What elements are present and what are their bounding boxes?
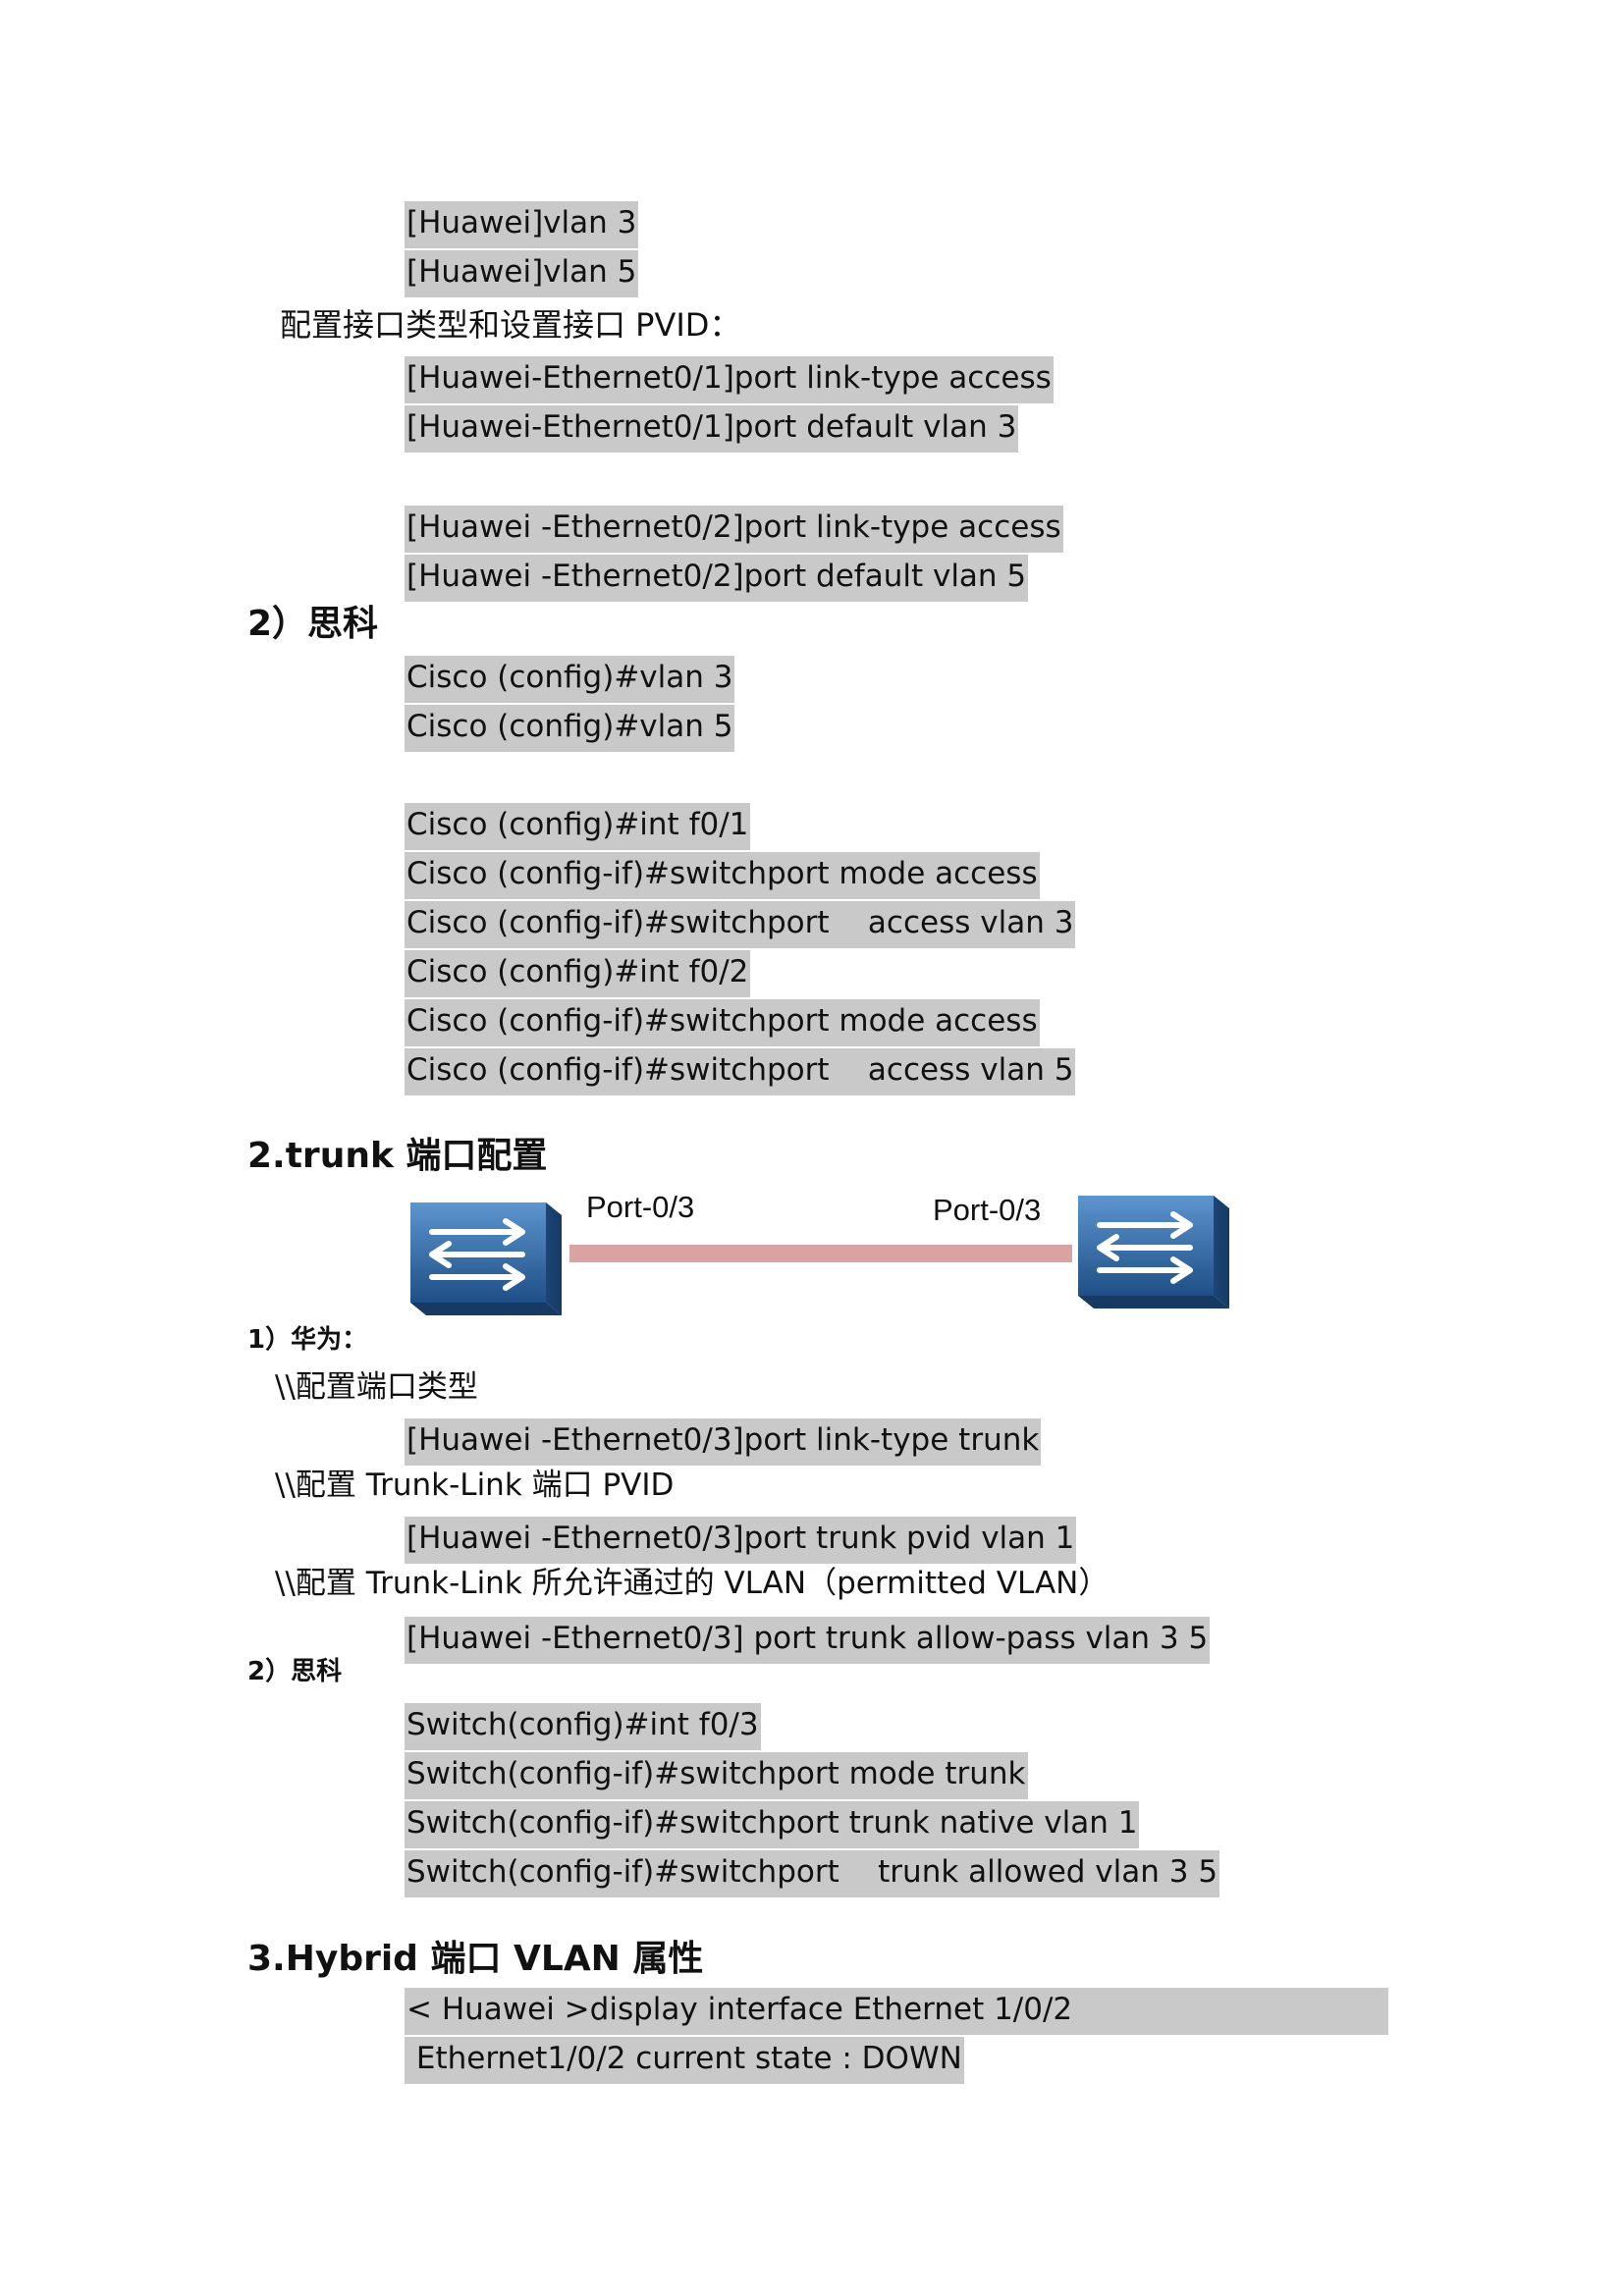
section-subheading: 2）思科 [247, 1657, 343, 1686]
switch-icon [410, 1202, 562, 1315]
code-line: [Huawei-Ethernet0/1]port link-type acces… [405, 356, 1054, 403]
code-line: [Huawei-Ethernet0/1]port default vlan 3 [405, 405, 1019, 453]
code-line: Cisco (config)#int f0/2 [405, 950, 751, 997]
port-label-right: Port-0/3 [933, 1193, 1042, 1227]
section-subheading: 配置接口类型和设置接口 PVID： [280, 306, 741, 344]
code-line: Cisco (config-if)#switchport mode access [405, 852, 1040, 899]
code-line: Switch(config-if)#switchport trunk allow… [405, 1850, 1220, 1897]
code-line: Switch(config)#int f0/3 [405, 1703, 761, 1750]
code-line: Switch(config-if)#switchport trunk nativ… [405, 1801, 1140, 1848]
section-heading: 2）思科 [247, 604, 379, 644]
code-line: Cisco (config)#vlan 3 [405, 656, 735, 703]
section-subheading: 1）华为： [247, 1325, 368, 1355]
code-line: [Huawei -Ethernet0/3]port link-type trun… [405, 1418, 1042, 1466]
code-line: Ethernet1/0/2 current state : DOWN [405, 2037, 964, 2084]
code-line: [Huawei -Ethernet0/2]port link-type acce… [405, 506, 1063, 553]
section-heading: 3.Hybrid 端口 VLAN 属性 [247, 1939, 704, 1979]
comment-line: \\配置端口类型 [275, 1369, 478, 1405]
comment-line: \\配置 Trunk-Link 所允许通过的 VLAN（permitted VL… [275, 1566, 1110, 1601]
code-line: < Huawei >display interface Ethernet 1/0… [405, 1988, 1388, 2035]
code-line: Cisco (config)#vlan 5 [405, 705, 735, 752]
trunk-link [569, 1245, 1072, 1262]
comment-line: \\配置 Trunk-Link 端口 PVID [275, 1468, 675, 1503]
code-line: [Huawei -Ethernet0/3] port trunk allow-p… [405, 1617, 1211, 1664]
code-line: Cisco (config)#int f0/1 [405, 803, 751, 850]
switch-icon [1078, 1196, 1229, 1308]
code-line: [Huawei -Ethernet0/3]port trunk pvid vla… [405, 1517, 1077, 1564]
code-line: Cisco (config-if)#switchport access vlan… [405, 901, 1076, 948]
code-line: [Huawei]vlan 3 [405, 201, 639, 248]
section-heading: 2.trunk 端口配置 [247, 1136, 548, 1176]
code-line: [Huawei -Ethernet0/2]port default vlan 5 [405, 555, 1029, 602]
code-line: Cisco (config-if)#switchport access vlan… [405, 1048, 1076, 1095]
code-line: [Huawei]vlan 5 [405, 250, 639, 297]
code-line: Switch(config-if)#switchport mode trunk [405, 1752, 1028, 1799]
code-line: Cisco (config-if)#switchport mode access [405, 999, 1040, 1046]
port-label-left: Port-0/3 [586, 1190, 695, 1224]
